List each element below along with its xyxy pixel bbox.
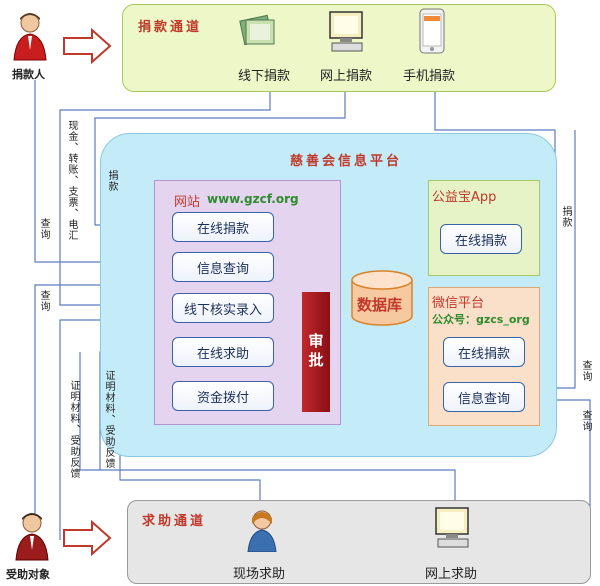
app-online-donate-button[interactable]: 在线捐款 bbox=[440, 224, 522, 254]
edge-label-proof: 证明材料、受助反馈 bbox=[68, 380, 79, 479]
online-donate-label: 网上捐款 bbox=[320, 69, 373, 84]
platform-title: 慈善会信息平台 bbox=[290, 154, 403, 169]
database-icon bbox=[350, 270, 414, 328]
edge-label-proof2: 证明材料、受助反馈 bbox=[103, 370, 114, 469]
help-channel-title: 求助通道 bbox=[142, 514, 207, 529]
website-info-query-button[interactable]: 信息查询 bbox=[172, 252, 274, 282]
donation-channel-title: 捐款通道 bbox=[138, 20, 203, 35]
edge-label-donate: 捐款 bbox=[106, 170, 117, 192]
website-url: www.gzcf.org bbox=[207, 192, 299, 206]
person-help-icon bbox=[244, 508, 280, 553]
edge-label-query-left2: 查询 bbox=[38, 290, 49, 312]
mobile-donate-label: 手机捐款 bbox=[403, 69, 456, 84]
wechat-info-query-button[interactable]: 信息查询 bbox=[443, 382, 525, 412]
website-online-donate-button[interactable]: 在线捐款 bbox=[172, 212, 274, 242]
donor-label: 捐款人 bbox=[12, 68, 45, 81]
cash-icon bbox=[238, 12, 278, 48]
onsite-help-label: 现场求助 bbox=[233, 567, 286, 582]
edge-label-query: 查询 bbox=[38, 218, 49, 240]
help-computer-icon bbox=[432, 506, 472, 552]
website-fund-disburse-button[interactable]: 资金拨付 bbox=[172, 381, 274, 411]
recipient-arrow-icon bbox=[62, 519, 112, 557]
offline-donate-label: 线下捐款 bbox=[238, 69, 291, 84]
wechat-label: 微信平台 bbox=[432, 296, 485, 311]
online-help-label: 网上求助 bbox=[425, 567, 478, 582]
wechat-account: 公众号：gzcs_org bbox=[432, 313, 530, 326]
wechat-online-donate-button[interactable]: 在线捐款 bbox=[443, 337, 525, 367]
phone-icon bbox=[418, 8, 446, 56]
website-online-help-button[interactable]: 在线求助 bbox=[172, 337, 274, 367]
website-label: 网站 bbox=[174, 195, 201, 210]
edge-label-cash: 现金、转账、支票、电汇 bbox=[66, 120, 77, 241]
app-label: 公益宝App bbox=[432, 190, 497, 205]
edge-label-query-right2: 查询 bbox=[580, 410, 591, 432]
database-label: 数据库 bbox=[357, 296, 403, 314]
website-offline-entry-button[interactable]: 线下核实录入 bbox=[172, 293, 274, 323]
recipient-label: 受助对象 bbox=[6, 568, 50, 581]
edge-label-donate-right: 捐款 bbox=[560, 206, 571, 228]
recipient-avatar-icon bbox=[12, 510, 52, 562]
edge-label-query-right1: 查询 bbox=[580, 360, 591, 382]
donor-arrow-icon bbox=[62, 27, 112, 65]
help-channel-panel bbox=[127, 500, 591, 584]
donor-avatar-icon bbox=[10, 10, 50, 62]
approval-bar: 审批 bbox=[302, 292, 330, 412]
computer-icon bbox=[326, 10, 366, 56]
approval-label: 审批 bbox=[306, 333, 325, 371]
donation-channel-panel bbox=[122, 4, 556, 92]
